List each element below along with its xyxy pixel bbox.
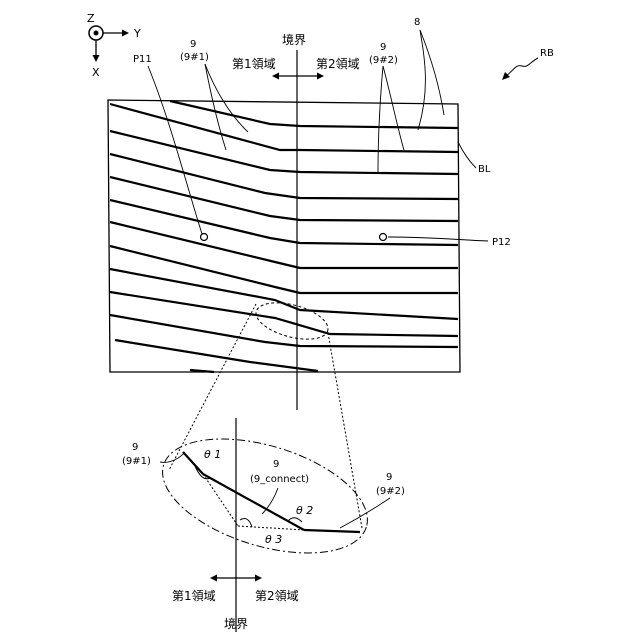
arrow-left-icon bbox=[272, 73, 279, 80]
y-axis-arrow-icon bbox=[122, 30, 129, 37]
leader-9-left-b bbox=[205, 64, 226, 150]
leader-detail-9-left bbox=[160, 452, 185, 462]
theta2-label: θ 2 bbox=[296, 504, 313, 517]
leader-detail-9-right bbox=[340, 498, 390, 528]
fiber-line bbox=[110, 200, 458, 245]
fiber-line bbox=[110, 246, 458, 293]
leader-p12 bbox=[388, 237, 488, 241]
leader-bl bbox=[458, 142, 476, 168]
point-p12-marker bbox=[380, 234, 387, 241]
theta1-label: θ 1 bbox=[204, 448, 221, 461]
theta3-label: θ 3 bbox=[265, 533, 282, 546]
base-layer-outline bbox=[108, 100, 460, 372]
ref-p11-label: P11 bbox=[133, 54, 152, 65]
ref-9-right-sub-label: (9#2) bbox=[369, 55, 398, 66]
projection-lines bbox=[169, 304, 362, 528]
detail-ref-9-mid-label: 9 bbox=[273, 459, 279, 470]
arrow-left-icon bbox=[210, 575, 217, 582]
ref-rb-label: RB bbox=[540, 48, 554, 59]
fiber-line bbox=[110, 292, 458, 336]
region2-label-top: 第2領域 bbox=[316, 56, 360, 71]
fiber-segment-9-1 bbox=[183, 452, 203, 474]
ref-8-label: 8 bbox=[414, 17, 420, 28]
detail-ref-9-right-sub-label: (9#2) bbox=[376, 486, 405, 497]
arrow-right-icon bbox=[255, 575, 262, 582]
x-axis-arrow-icon bbox=[93, 55, 100, 62]
boundary-label-top: 境界 bbox=[282, 32, 306, 47]
region1-label-top: 第1領域 bbox=[232, 56, 276, 71]
leader-9-right-b bbox=[383, 66, 404, 150]
detail-fiber bbox=[183, 452, 360, 532]
region-double-arrow-top bbox=[272, 73, 324, 80]
detail-ref-9-left-sub-label: (9#1) bbox=[122, 456, 151, 467]
ref-9-right-label: 9 bbox=[380, 42, 386, 53]
axis-symbol: Z Y X bbox=[87, 12, 141, 79]
leader-8-a bbox=[418, 30, 425, 130]
leader-9-right-a bbox=[378, 66, 383, 172]
fiber-line bbox=[110, 154, 458, 199]
detail-ref-9-mid-sub-label: (9_connect) bbox=[250, 474, 309, 485]
rb-arrow-icon bbox=[502, 58, 538, 80]
ref-bl-label: BL bbox=[478, 164, 491, 175]
theta3-arc bbox=[240, 519, 252, 527]
z-axis-label: Z bbox=[87, 12, 95, 25]
ref-9-left-sub-label: (9#1) bbox=[180, 52, 209, 63]
arrow-right-icon bbox=[317, 73, 324, 80]
z-axis-dot-icon bbox=[94, 31, 99, 36]
fiber-segment-9-2 bbox=[304, 530, 360, 532]
point-p11-marker bbox=[201, 234, 208, 241]
boundary-label-detail: 境界 bbox=[224, 616, 248, 631]
ref-9-left-label: 9 bbox=[190, 39, 196, 50]
x-axis-label: X bbox=[92, 66, 100, 79]
fiber-lines bbox=[110, 101, 458, 372]
leader-9-left-a bbox=[205, 64, 248, 132]
y-axis-label: Y bbox=[133, 27, 141, 40]
fiber-line bbox=[170, 101, 458, 128]
detail-ellipse bbox=[149, 417, 381, 575]
region1-label-detail: 第1領域 bbox=[172, 588, 216, 603]
detail-ref-9-right-label: 9 bbox=[386, 472, 392, 483]
detail-ref-9-left-label: 9 bbox=[132, 442, 138, 453]
detail-area-ellipse bbox=[252, 296, 332, 346]
ref-p12-label: P12 bbox=[492, 237, 511, 248]
region2-label-detail: 第2領域 bbox=[255, 588, 299, 603]
leader-p11 bbox=[148, 66, 202, 234]
